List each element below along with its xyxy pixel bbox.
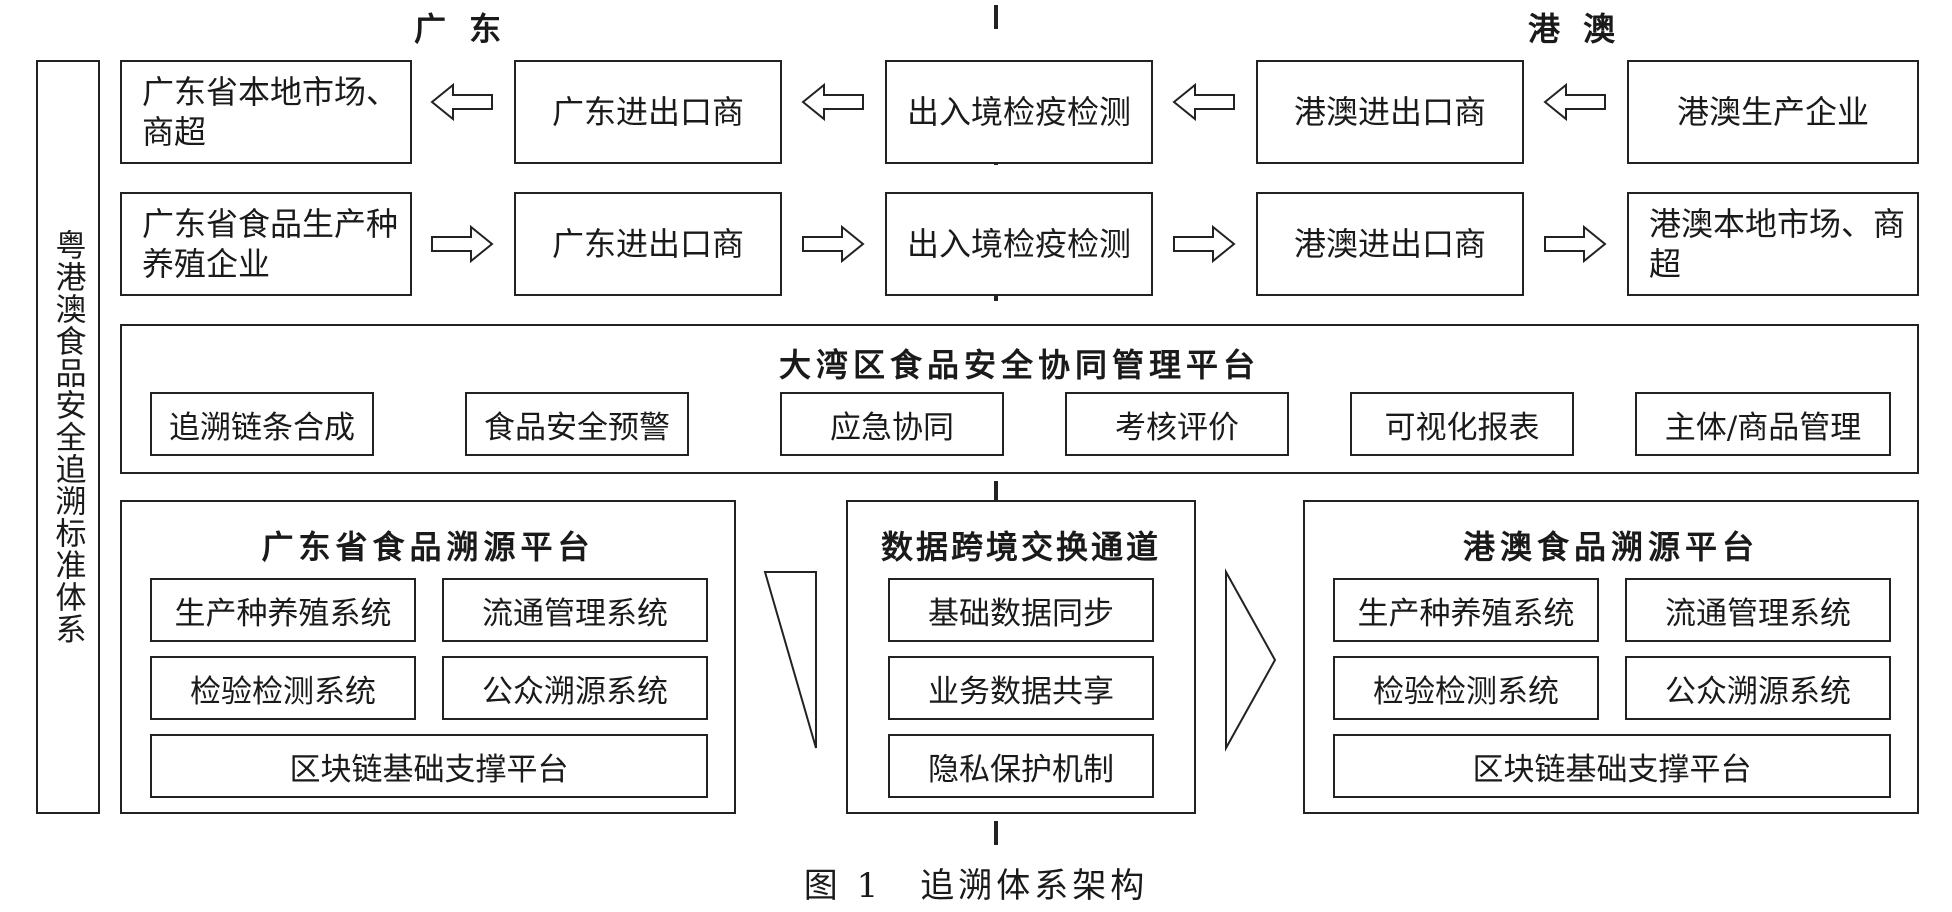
arrow-left-1 [430,82,493,122]
hk-blockchain-base: 区块链基础支撑平台 [1333,734,1891,798]
data-exchange-channel: 数据跨境交换通道 基础数据同步 业务数据共享 隐私保护机制 [846,500,1196,814]
gd-system-production: 生产种养殖系统 [150,578,416,642]
bay-item-2: 食品安全预警 [465,392,689,456]
header-hk-macao: 港 澳 [1528,10,1622,48]
flow1-box-1: 广东省本地市场、商超 [120,60,412,164]
arrow-left-3 [1172,82,1235,122]
arrow-right-2 [802,224,865,264]
flow1-box-4: 港澳进出口商 [1256,60,1524,164]
guangdong-platform: 广东省食品溯源平台 生产种养殖系统 流通管理系统 检验检测系统 公众溯源系统 区… [120,500,736,814]
exchange-privacy: 隐私保护机制 [888,734,1154,798]
hk-macao-platform: 港澳食品溯源平台 生产种养殖系统 流通管理系统 检验检测系统 公众溯源系统 区块… [1303,500,1919,814]
guangdong-platform-title: 广东省食品溯源平台 [261,528,595,566]
exchange-arrow-right [1225,568,1277,752]
gd-blockchain-base: 区块链基础支撑平台 [150,734,708,798]
flow1-box-3: 出入境检疫检测 [885,60,1153,164]
flow2-box-2: 广东进出口商 [514,192,782,296]
arrow-left-2 [801,82,864,122]
gd-system-circulation: 流通管理系统 [442,578,708,642]
hk-system-inspection: 检验检测系统 [1333,656,1599,720]
bay-item-6: 主体/商品管理 [1635,392,1891,456]
bay-item-4: 考核评价 [1065,392,1289,456]
standard-system-title: 粤港澳食品安全追溯标准体系 [49,229,86,645]
header-guangdong: 广 东 [414,10,508,48]
flow2-box-4: 港澳进出口商 [1256,192,1524,296]
flow2-box-1: 广东省食品生产种养殖企业 [120,192,412,296]
arrow-left-4 [1543,82,1606,122]
arrow-right-3 [1173,224,1236,264]
flow2-box-5: 港澳本地市场、商超 [1627,192,1919,296]
hk-macao-platform-title: 港澳食品溯源平台 [1462,528,1759,566]
hk-system-public-trace: 公众溯源系统 [1625,656,1891,720]
exchange-arrow-left [763,571,817,749]
figure-caption: 图 1 追溯体系架构 [803,866,1149,906]
flow1-box-5: 港澳生产企业 [1627,60,1919,164]
arrow-right-4 [1544,224,1607,264]
flow1-box-2: 广东进出口商 [514,60,782,164]
standard-system-box: 粤港澳食品安全追溯标准体系 [36,60,100,814]
bay-item-3: 应急协同 [780,392,1004,456]
bay-area-platform: 大湾区食品安全协同管理平台 追溯链条合成 食品安全预警 应急协同 考核评价 可视… [120,324,1919,474]
bay-item-1: 追溯链条合成 [150,392,374,456]
arrow-right-1 [431,224,494,264]
gd-system-inspection: 检验检测系统 [150,656,416,720]
bay-area-platform-title: 大湾区食品安全协同管理平台 [778,346,1260,384]
bay-item-5: 可视化报表 [1350,392,1574,456]
exchange-business-share: 业务数据共享 [888,656,1154,720]
hk-system-production: 生产种养殖系统 [1333,578,1599,642]
exchange-basic-sync: 基础数据同步 [888,578,1154,642]
flow2-box-3: 出入境检疫检测 [885,192,1153,296]
hk-system-circulation: 流通管理系统 [1625,578,1891,642]
data-exchange-title: 数据跨境交换通道 [880,528,1161,566]
gd-system-public-trace: 公众溯源系统 [442,656,708,720]
